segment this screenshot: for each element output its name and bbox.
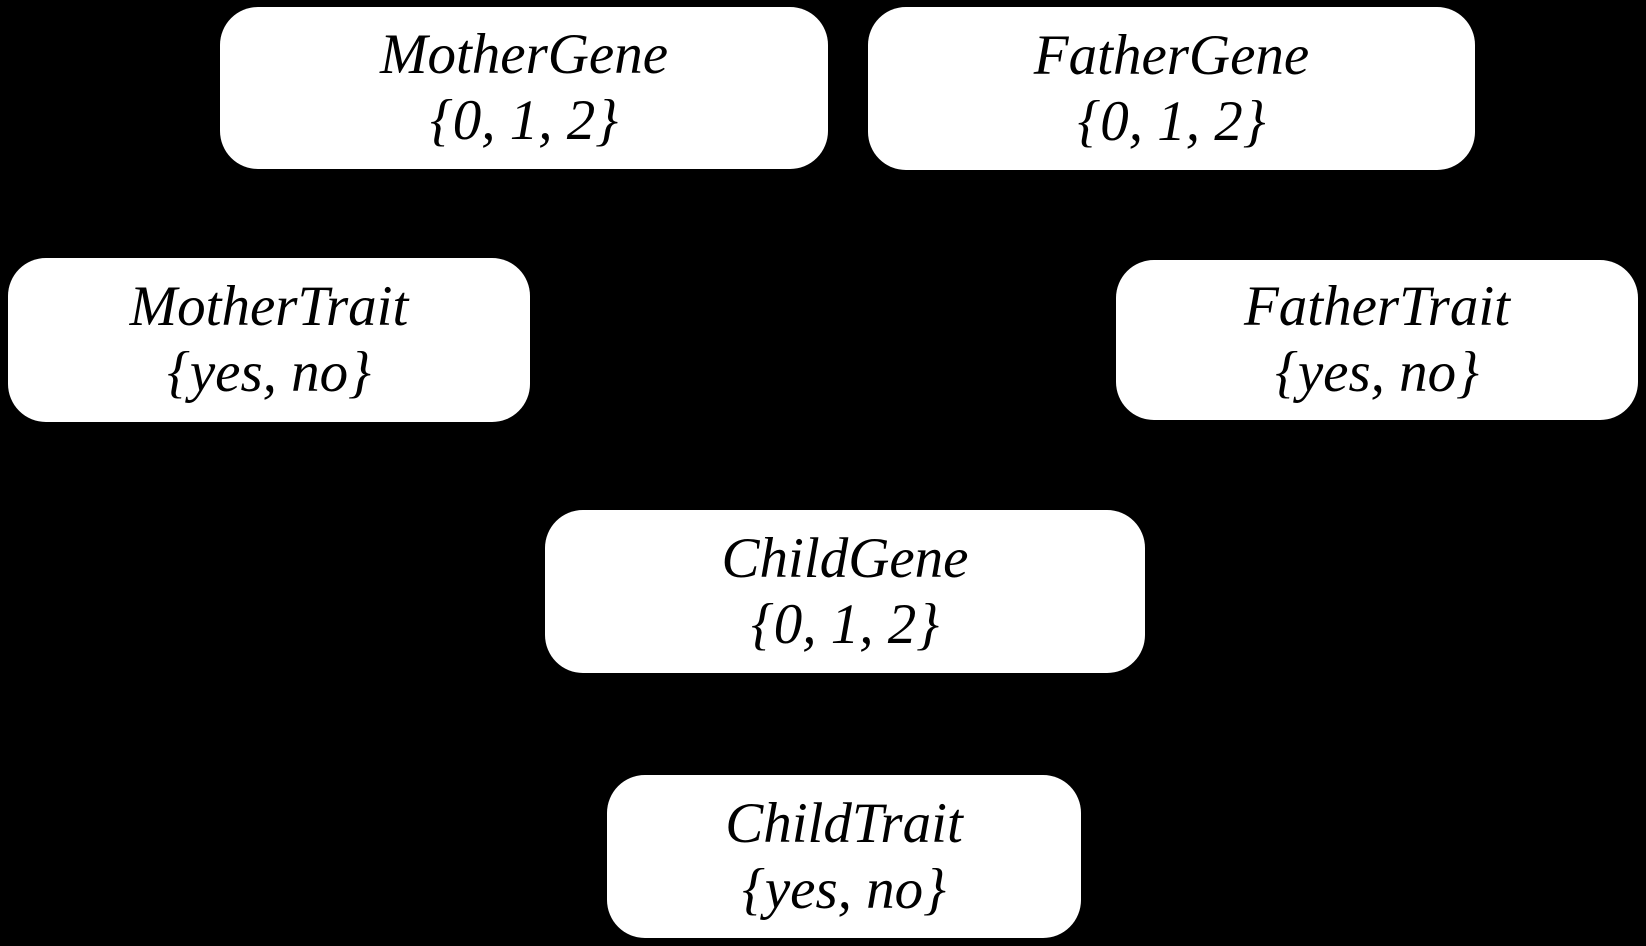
node-child-gene: ChildGene {0, 1, 2} <box>545 510 1145 673</box>
node-mother-trait-values: {yes, no} <box>167 341 371 404</box>
node-child-trait-label: ChildTrait <box>725 791 963 855</box>
node-father-trait-values: {yes, no} <box>1275 341 1479 404</box>
node-mother-gene: MotherGene {0, 1, 2} <box>220 7 828 169</box>
node-father-gene: FatherGene {0, 1, 2} <box>868 7 1475 170</box>
node-child-gene-label: ChildGene <box>721 526 969 590</box>
node-mother-trait-label: MotherTrait <box>129 275 409 338</box>
node-father-trait: FatherTrait {yes, no} <box>1116 260 1638 420</box>
node-child-gene-values: {0, 1, 2} <box>750 592 940 656</box>
node-mother-gene-values: {0, 1, 2} <box>429 89 619 152</box>
node-father-trait-label: FatherTrait <box>1243 275 1511 338</box>
node-mother-trait: MotherTrait {yes, no} <box>8 258 530 422</box>
node-child-trait: ChildTrait {yes, no} <box>607 775 1081 938</box>
node-mother-gene-label: MotherGene <box>379 23 669 86</box>
node-child-trait-values: {yes, no} <box>742 857 946 921</box>
node-father-gene-values: {0, 1, 2} <box>1077 89 1266 153</box>
node-father-gene-label: FatherGene <box>1033 23 1310 87</box>
